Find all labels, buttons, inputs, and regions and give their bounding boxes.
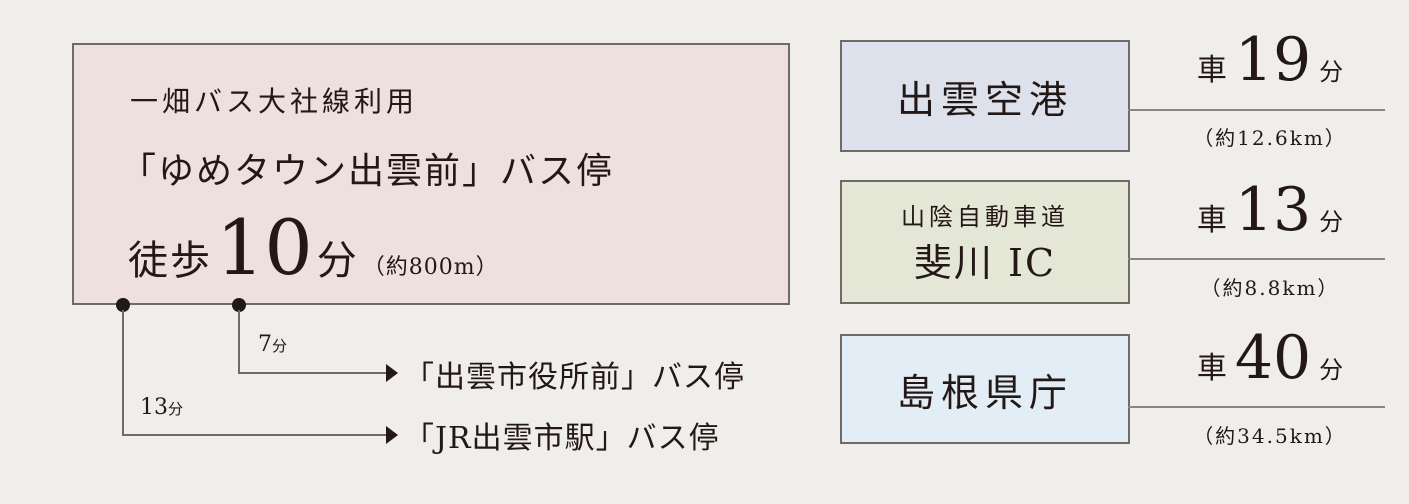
- destination-box-ic: 山陰自動車道 斐川 IC: [840, 180, 1130, 304]
- drive-time: 車 13 分: [1196, 175, 1344, 245]
- destination-box-prefecture: 島根県庁: [840, 334, 1130, 444]
- arrow-right-icon: [386, 364, 398, 382]
- walk-minutes: 10: [216, 203, 313, 292]
- bus-access-box: [72, 43, 790, 305]
- branch-dot-icon: [116, 298, 130, 312]
- destination-name: 島根県庁: [896, 370, 1073, 415]
- branch-line: [122, 434, 388, 436]
- branch-destination: 「出雲市役所前」バス停: [404, 360, 745, 395]
- walk-time: 徒歩 10 分 （約800m）: [128, 210, 499, 286]
- walk-distance: （約800m）: [362, 255, 499, 280]
- branch-line: [122, 310, 124, 436]
- drive-time: 車 40 分: [1196, 323, 1344, 393]
- bus-route-label: 一畑バス大社線利用: [130, 85, 419, 118]
- branch-time: 7分: [258, 332, 288, 357]
- drive-distance: （約12.6km）: [1193, 126, 1347, 150]
- branch-line: [238, 372, 388, 374]
- destination-name: 出雲空港: [896, 77, 1073, 122]
- drive-time: 車 19 分: [1196, 25, 1344, 95]
- walk-unit: 分: [316, 238, 357, 284]
- drive-distance: （約8.8km）: [1200, 276, 1340, 300]
- destination-subname: 山陰自動車道: [901, 203, 1069, 231]
- connector-line: [1128, 406, 1385, 408]
- destination-name: 斐川 IC: [913, 241, 1057, 285]
- destination-box-airport: 出雲空港: [840, 40, 1130, 152]
- branch-dot-icon: [232, 298, 246, 312]
- connector-line: [1128, 109, 1385, 111]
- bus-stop-name: 「ゆめタウン出雲前」バス停: [120, 151, 615, 192]
- drive-distance: （約34.5km）: [1193, 424, 1347, 448]
- branch-line: [238, 310, 240, 373]
- arrow-right-icon: [386, 426, 398, 444]
- walk-label: 徒歩: [128, 238, 212, 284]
- branch-time: 13分: [140, 395, 184, 420]
- connector-line: [1128, 258, 1385, 260]
- branch-destination: 「JR出雲市駅」バス停: [404, 421, 720, 456]
